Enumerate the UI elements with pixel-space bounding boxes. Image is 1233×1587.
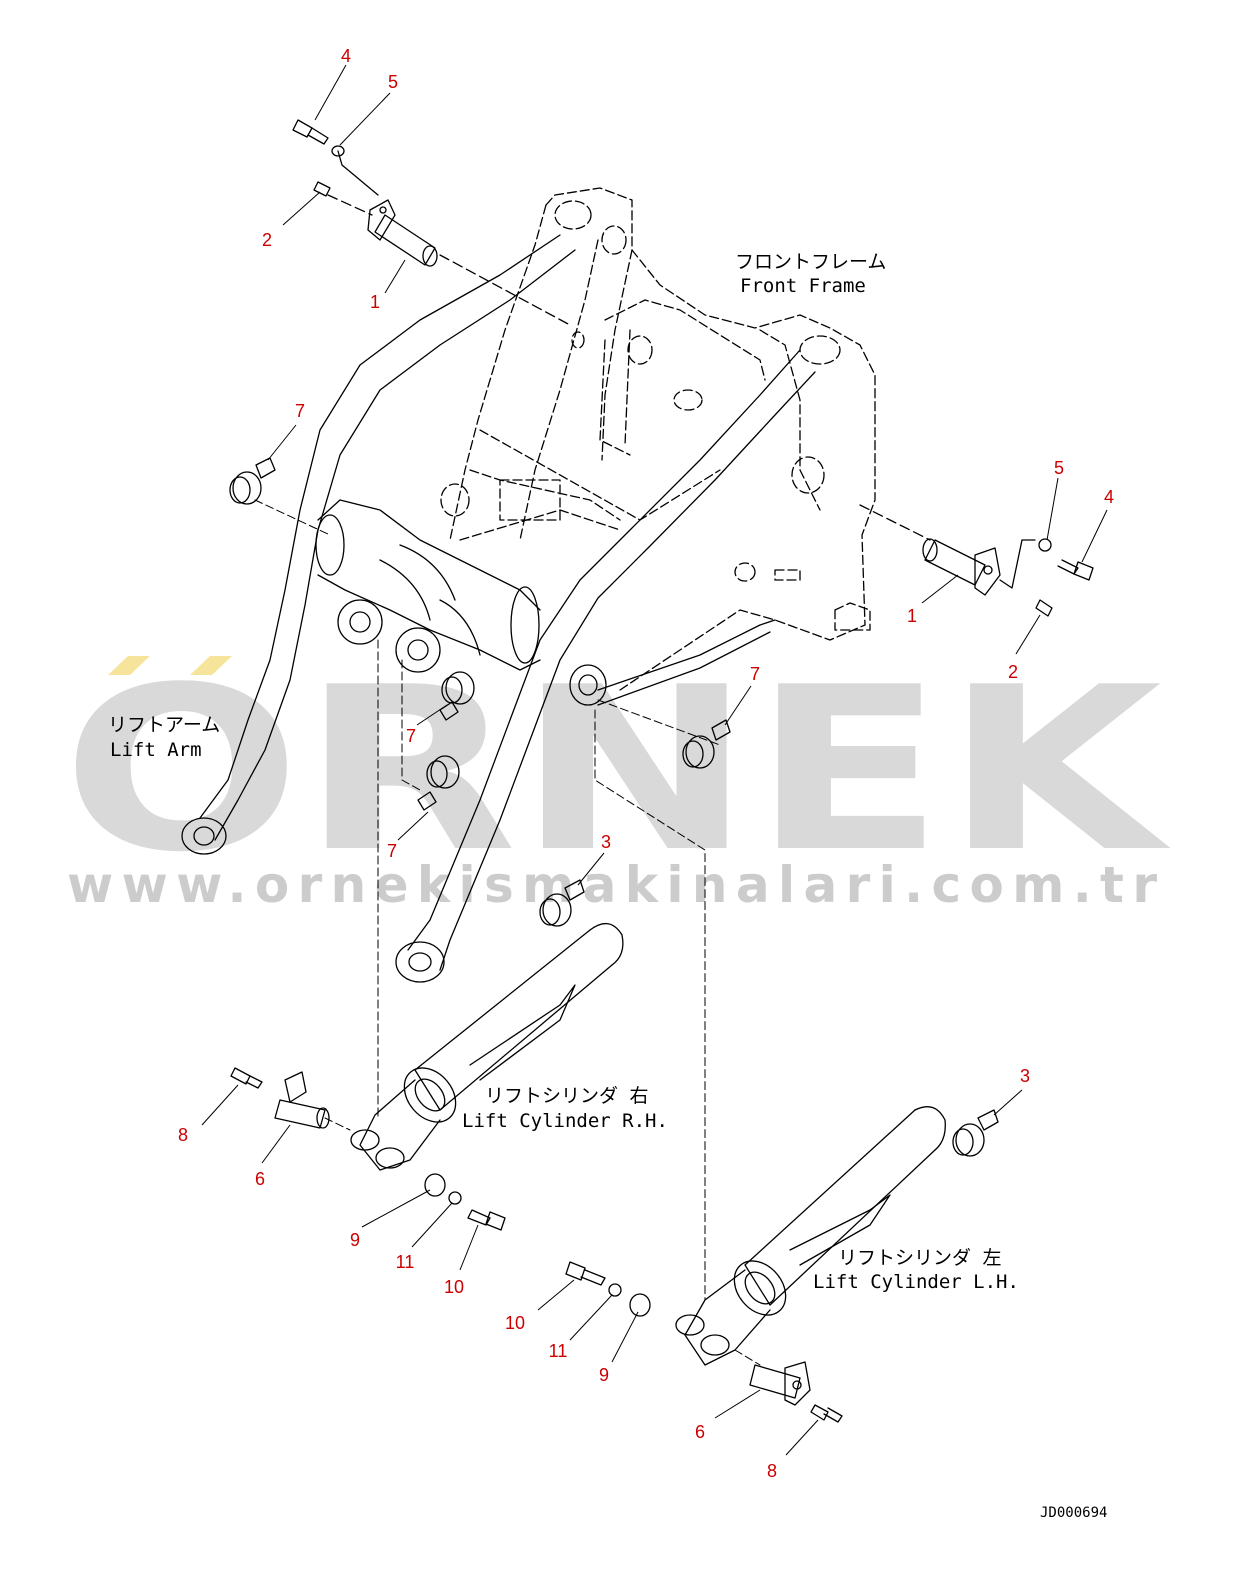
callout-number: 5 bbox=[1054, 458, 1064, 478]
lift-arm-label-en: Lift Arm bbox=[110, 739, 202, 761]
callout-number: 4 bbox=[341, 46, 351, 66]
callout-number: 5 bbox=[388, 72, 398, 92]
watermark-brand: ORNEK bbox=[62, 639, 1171, 902]
lift-cylinder-lh-drawing bbox=[675, 1106, 946, 1366]
watermark-accent-right bbox=[190, 656, 232, 675]
lift-arm-label-jp: リフトアーム bbox=[108, 714, 220, 736]
callout-number: 1 bbox=[907, 606, 917, 626]
component-labels: フロントフレーム Front Frame リフトアーム Lift Arm リフト… bbox=[108, 251, 1107, 1521]
cylinder-rh-label-en: Lift Cylinder R.H. bbox=[462, 1110, 668, 1132]
callout-number: 6 bbox=[255, 1169, 265, 1189]
callout-number: 8 bbox=[767, 1461, 777, 1481]
callout-number: 7 bbox=[406, 726, 416, 746]
cylinder-lh-label-en: Lift Cylinder L.H. bbox=[813, 1271, 1019, 1293]
callout-number: 4 bbox=[1104, 487, 1114, 507]
leader-lines bbox=[201, 64, 1108, 1456]
front-frame-label-jp: フロントフレーム bbox=[735, 251, 886, 273]
cylinder-lh-label-jp: リフトシリンダ 左 bbox=[838, 1247, 1001, 1269]
callout-number: 9 bbox=[599, 1365, 609, 1385]
snap-ring-7a bbox=[232, 471, 262, 505]
callout-number: 1 bbox=[370, 292, 380, 312]
callout-number: 10 bbox=[505, 1313, 525, 1333]
small-parts-drawing bbox=[229, 119, 1094, 1423]
callout-number: 3 bbox=[601, 832, 611, 852]
callout-number: 11 bbox=[549, 1341, 568, 1361]
watermark: ORNEK www.ornekismakinalari.com.tr bbox=[62, 639, 1171, 914]
callout-number: 9 bbox=[350, 1230, 360, 1250]
assembly-phantom-lines bbox=[254, 499, 761, 1366]
callout-number: 2 bbox=[1008, 662, 1018, 682]
callout-number: 7 bbox=[387, 841, 397, 861]
callout-number: 2 bbox=[262, 230, 272, 250]
callout-number: 7 bbox=[750, 664, 760, 684]
callout-number: 6 bbox=[695, 1422, 705, 1442]
watermark-url: www.ornekismakinalari.com.tr bbox=[67, 856, 1157, 914]
callout-number: 3 bbox=[1020, 1066, 1030, 1086]
watermark-accent-left bbox=[108, 656, 150, 675]
lift-cylinder-rh-drawing bbox=[350, 923, 624, 1171]
cylinder-rh-label-jp: リフトシリンダ 右 bbox=[485, 1085, 648, 1107]
front-frame-label-en: Front Frame bbox=[740, 275, 866, 297]
callout-number: 7 bbox=[295, 401, 305, 421]
callout-number: 11 bbox=[396, 1252, 415, 1272]
callout-numbers: 4 5 2 1 7 5 4 1 2 7 7 7 3 8 6 9 11 10 3 … bbox=[178, 46, 1114, 1481]
callout-number: 8 bbox=[178, 1125, 188, 1145]
lift-arm-drawing bbox=[181, 234, 816, 983]
drawing-code: JD000694 bbox=[1040, 1505, 1107, 1521]
callout-number: 10 bbox=[444, 1277, 464, 1297]
